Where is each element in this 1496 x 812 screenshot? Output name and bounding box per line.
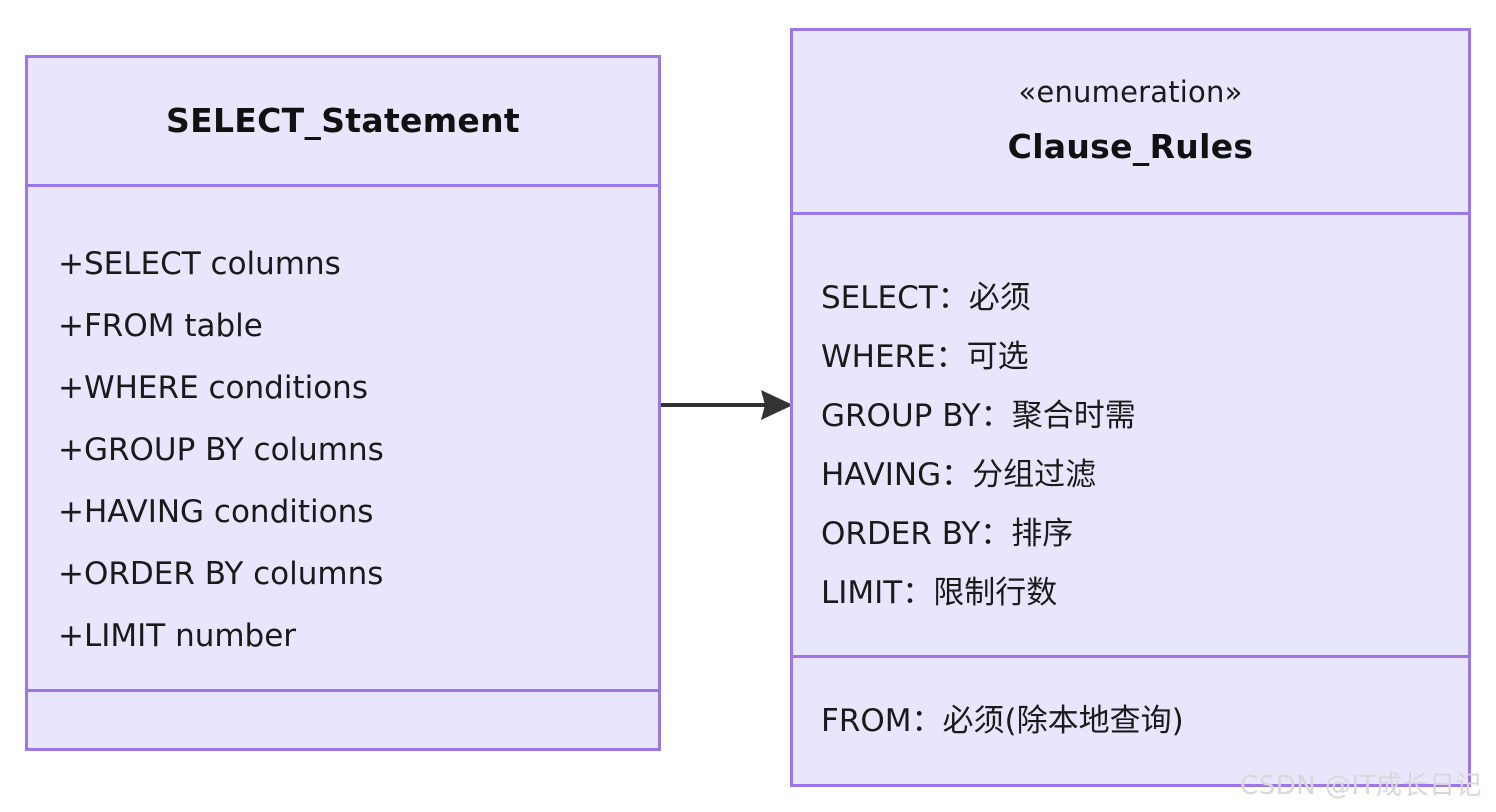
class-name-select-statement: SELECT_Statement xyxy=(166,101,520,141)
class-name-clause-rules: Clause_Rules xyxy=(1007,127,1254,167)
class-attribute-row: +GROUP BY columns xyxy=(58,431,384,468)
class-attribute-row: +LIMIT number xyxy=(58,617,297,654)
class-attribute-row: +WHERE conditions xyxy=(58,369,368,406)
class-operations-select-statement xyxy=(28,689,658,748)
class-attribute-row: +ORDER BY columns xyxy=(58,555,384,592)
class-attribute-row: +HAVING conditions xyxy=(58,493,374,530)
class-attribute-row: +FROM table xyxy=(58,307,263,344)
enum-literal-row: LIMIT：限制行数 xyxy=(821,575,1058,611)
class-attributes-select-statement: +SELECT columns +FROM table +WHERE condi… xyxy=(28,184,658,689)
enum-literal-row: WHERE：可选 xyxy=(821,339,1029,375)
class-attribute-row: +SELECT columns xyxy=(58,245,341,282)
association-arrow-select-statement-to-clause-rules xyxy=(661,390,793,420)
enum-note-row: FROM：必须(除本地查询) xyxy=(821,702,1184,739)
enum-literal-row: GROUP BY：聚合时需 xyxy=(821,398,1136,434)
class-stereotype-enumeration: «enumeration» xyxy=(1018,75,1243,110)
enum-literal-row: HAVING：分组过滤 xyxy=(821,457,1097,493)
uml-class-clause-rules[interactable]: «enumeration» Clause_Rules SELECT：必须 WHE… xyxy=(790,28,1471,787)
class-literals-clause-rules: SELECT：必须 WHERE：可选 GROUP BY：聚合时需 HAVING：… xyxy=(793,212,1468,655)
association-arrow-head xyxy=(761,390,793,420)
class-header-select-statement: SELECT_Statement xyxy=(28,58,658,184)
enum-literal-row: SELECT：必须 xyxy=(821,280,1031,316)
class-notes-clause-rules: FROM：必须(除本地查询) xyxy=(793,655,1468,784)
enum-literal-row: ORDER BY：排序 xyxy=(821,516,1074,552)
uml-class-select-statement[interactable]: SELECT_Statement +SELECT columns +FROM t… xyxy=(25,55,661,751)
class-header-clause-rules: «enumeration» Clause_Rules xyxy=(793,31,1468,212)
